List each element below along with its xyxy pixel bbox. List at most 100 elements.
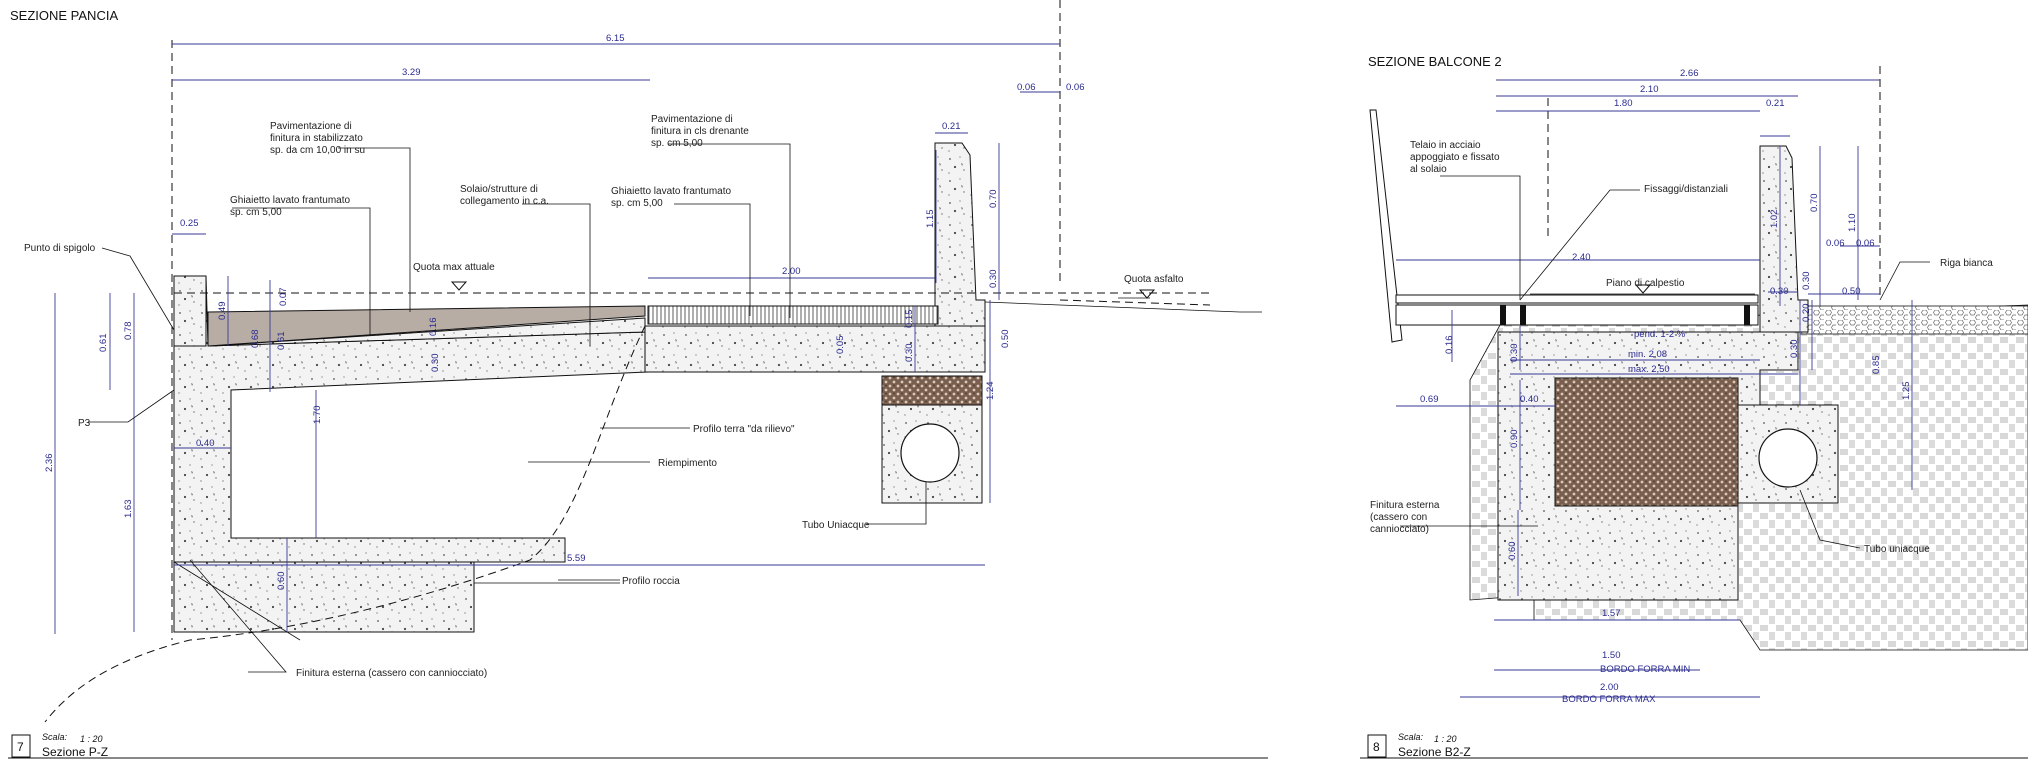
dim-0-70: 0.70	[988, 190, 999, 209]
label-ghiaietto-b-1: Ghiaietto lavato frantumato	[611, 186, 732, 197]
dim-0-06-b: 0.06	[1066, 82, 1085, 93]
dim-5-59: 5.59	[567, 553, 586, 564]
label-bordo-forra-min: BORDO FORRA MIN	[1600, 664, 1690, 675]
label-punto-spigolo: Punto di spigolo	[24, 243, 96, 254]
dim-0-16: 0.16	[428, 318, 439, 337]
label-tubo-uniacque-b: Tubo uniacque	[1864, 544, 1930, 555]
pipe-tubo-uniacque	[900, 423, 960, 483]
dim-0-68: 0.68	[250, 330, 261, 349]
dim-b-0-30-b: 0.30	[1801, 272, 1812, 291]
concrete-parapet-left	[173, 275, 207, 347]
dim-b-1-80: 1.80	[1614, 98, 1633, 109]
dim-b-2-40: 2.40	[1572, 252, 1591, 263]
label-max-2-50: max. 2,50	[1628, 364, 1670, 375]
dim-1-24: 1.24	[985, 382, 996, 401]
label-profilo-terra: Profilo terra "da rilievo"	[693, 424, 795, 435]
quota-asfalto-line	[1059, 299, 1211, 306]
dim-0-61-a: 0.61	[98, 334, 109, 353]
section-pancia: SEZIONE PANCIA	[8, 0, 1268, 759]
dim-0-61-b: 0.61	[276, 332, 287, 351]
label-min-2-08: min. 2,08	[1628, 349, 1667, 360]
dim-3-29: 3.29	[402, 67, 421, 78]
dim-b-0-70: 0.70	[1809, 194, 1820, 213]
label-quota-asfalto: Quota asfalto	[1124, 274, 1184, 285]
label-finitura-b-1: Finitura esterna	[1370, 500, 1440, 511]
label-pav-cls-3: sp. cm 5,00	[651, 138, 703, 149]
label-pav-stab-2: finitura in stabilizzato	[270, 133, 363, 144]
paving-drainage-layer	[647, 305, 939, 325]
title-sezione-pancia: SEZIONE PANCIA	[10, 8, 118, 23]
gravel-layer-a	[881, 375, 983, 406]
label-solaio-1: Solaio/strutture di	[460, 184, 538, 195]
sheet-number-a: 7	[17, 740, 24, 754]
dim-b-0-50: 0.50	[1842, 286, 1861, 297]
deck-frame-beam	[1395, 304, 1759, 326]
dim-0-49: 0.49	[217, 302, 228, 321]
scale-label-a: Scala:	[42, 732, 68, 742]
paving-stabilized-layer	[207, 305, 646, 347]
leader-lines-b	[1400, 175, 1930, 549]
quota-asfalto-marker	[1138, 289, 1156, 299]
scale-label-b: Scala:	[1398, 732, 1424, 742]
dim-0-06-a: 0.06	[1017, 82, 1036, 93]
dim-0-40: 0.40	[196, 438, 215, 449]
label-ghiaietto-a-1: Ghiaietto lavato frantumato	[230, 195, 351, 206]
dim-1-15: 1.15	[925, 210, 936, 229]
profilo-roccia-line	[473, 562, 620, 584]
dim-b-0-30-a: 0.30	[1770, 286, 1789, 297]
dim-b-1-57: 1.57	[1602, 608, 1621, 619]
label-telaio-2: appoggiato e fissato	[1410, 152, 1500, 163]
concrete-base-left	[173, 561, 475, 633]
label-ghiaietto-a-2: sp. cm 5,00	[230, 207, 282, 218]
dim-b-0-69: 0.69	[1420, 394, 1439, 405]
rock-diagonal	[173, 561, 301, 641]
label-solaio-2: collegamento in c.a.	[460, 196, 549, 207]
quota-max-marker	[450, 281, 468, 291]
road-surface-line	[984, 301, 1262, 313]
profilo-terra-line	[44, 325, 646, 723]
dim-0-50: 0.50	[1000, 330, 1011, 349]
label-pav-cls-1: Pavimentazione di	[651, 114, 733, 125]
dim-b-1-25: 1.25	[1901, 382, 1912, 401]
dim-2-36: 2.36	[44, 454, 55, 473]
label-bordo-forra-max: BORDO FORRA MAX	[1562, 694, 1656, 705]
dim-b-0-90: 0.90	[1509, 430, 1520, 449]
dim-0-07: 0.07	[278, 288, 289, 307]
dim-0-78: 0.78	[123, 322, 134, 341]
dim-0-30-b: 0.30	[430, 354, 441, 373]
concrete-parapet-b	[1759, 145, 1809, 333]
scale-value-a: 1 : 20	[80, 734, 103, 744]
dim-b-2-10: 2.10	[1640, 84, 1659, 95]
dim-b-0-40: 0.40	[1520, 394, 1539, 405]
dim-b-0-60: 0.60	[1507, 542, 1518, 561]
dim-0-30-a: 0.30	[988, 270, 999, 289]
dim-0-15: 0.15	[904, 310, 915, 329]
dim-b-1-50: 1.50	[1602, 650, 1621, 661]
section-balcone-2: SEZIONE BALCONE 2	[1360, 54, 2028, 759]
label-pav-cls-2: finitura in cls drenante	[651, 126, 749, 137]
label-telaio-1: Telaio in acciaio	[1410, 140, 1481, 151]
deck-support-3	[1744, 305, 1750, 325]
dim-0-21: 0.21	[942, 121, 961, 132]
label-pav-stab-1: Pavimentazione di	[270, 121, 352, 132]
steel-frame-telaio	[1369, 109, 1403, 343]
deck-piano-calpestio	[1395, 294, 1759, 304]
dimension-lines-a	[54, 43, 1060, 634]
dim-b-0-06-b: 0.06	[1856, 238, 1875, 249]
dim-b-0-85: 0.85	[1871, 356, 1882, 375]
dim-b-0-30-d: 0.30	[1789, 340, 1800, 359]
deck-support-1	[1500, 305, 1506, 325]
label-pav-stab-3: sp. da cm 10,00 in su	[270, 145, 365, 156]
label-ghiaietto-b-2: sp. cm 5,00	[611, 198, 663, 209]
dim-6-15: 6.15	[606, 33, 625, 44]
dim-1-70: 1.70	[312, 406, 323, 425]
road-hex-surface	[1799, 305, 2028, 335]
dim-0-60: 0.60	[276, 572, 287, 591]
dimension-lines-b	[1396, 79, 1913, 698]
concrete-slab-right	[644, 325, 986, 373]
dim-2-00: 2.00	[782, 266, 801, 277]
dim-b-1-10: 1.10	[1847, 214, 1858, 233]
dim-b-2-66: 2.66	[1680, 68, 1699, 79]
label-tubo-uniacque-a: Tubo Uniacque	[802, 520, 870, 531]
dim-0-25: 0.25	[180, 218, 199, 229]
